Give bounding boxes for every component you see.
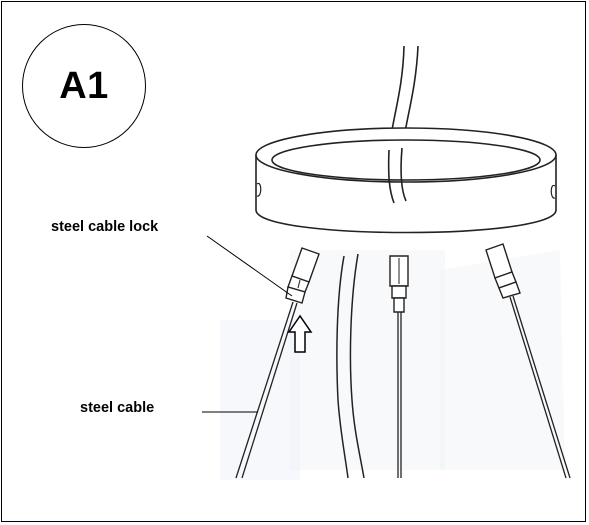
leader-lines: [202, 235, 293, 413]
up-arrow-icon: [287, 314, 313, 353]
center-cord: [336, 253, 365, 479]
cable-lock-center: [389, 255, 409, 313]
power-cord-inner: [387, 147, 407, 204]
scan-shading: [220, 250, 565, 480]
label-steel-cable-lock: steel cable lock: [51, 219, 159, 235]
step-badge: A1: [22, 24, 146, 148]
cable-lock-left: [285, 247, 320, 304]
canopy-ring: [255, 127, 557, 234]
label-steel-cable: steel cable: [80, 400, 155, 416]
step-badge-label: A1: [59, 64, 109, 107]
cable-lock-right: [485, 243, 521, 299]
steel-cables: [235, 295, 571, 479]
ring-screws: [256, 182, 556, 199]
